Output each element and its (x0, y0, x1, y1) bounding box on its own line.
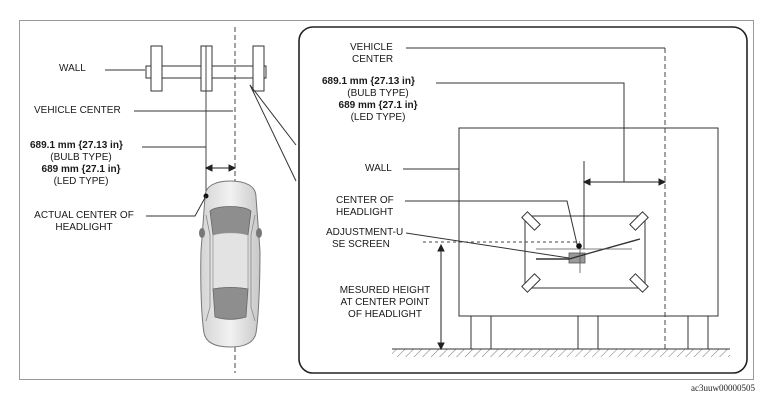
detail-vehicle-center-label-line2: CENTER (352, 54, 394, 65)
center-of-headlight-label-line2: HEADLIGHT (336, 207, 394, 218)
measured-height-label-line2: AT CENTER POINT (340, 297, 430, 308)
detail-vehicle-center-label-line1: VEHICLE (350, 42, 393, 53)
vehicle-center-label: VEHICLE CENTER (34, 105, 121, 116)
dim-led-label: 689 mm {27.1 in} (41, 164, 121, 175)
left-leader-lines (105, 69, 233, 217)
led-type-label: (LED TYPE) (53, 176, 109, 187)
detail-dim-led-label: 689 mm {27.1 in} (338, 100, 418, 111)
detail-callout-wedge (249, 84, 297, 182)
offset-dimension-arrow (204, 164, 237, 172)
dim-bulb-label: 689.1 mm {27.13 in} (30, 140, 123, 151)
center-of-headlight-label-line1: CENTER OF (336, 195, 394, 206)
detail-dim-bulb-label: 689.1 mm {27.13 in} (322, 76, 415, 87)
wall-label: WALL (59, 63, 86, 74)
bulb-type-label: (BULB TYPE) (50, 152, 112, 163)
headlight-center-point (576, 243, 582, 249)
measured-height-label-line3: OF HEADLIGHT (348, 309, 422, 320)
detail-led-type-label: (LED TYPE) (350, 112, 406, 123)
screen-stand-legs (470, 315, 709, 350)
adjustment-screen-label-line2: SE SCREEN (332, 239, 390, 250)
detail-bulb-type-label: (BULB TYPE) (347, 88, 409, 99)
detail-wall-label: WALL (365, 163, 392, 174)
headlight-aiming-diagram (105, 26, 748, 374)
car-top-view (199, 180, 262, 348)
actual-center-label-line1: ACTUAL CENTER OF (34, 210, 134, 221)
ground (392, 348, 730, 357)
measured-height-label-line1: MESURED HEIGHT (339, 285, 431, 296)
right-leader-lines (403, 47, 665, 259)
diagram-frame: WALL VEHICLE CENTER 689.1 mm {27.13 in} … (19, 20, 754, 380)
adjustment-use-screen (521, 211, 649, 293)
adjustment-screen-label-line1: ADJUSTMENT-U (326, 227, 404, 238)
actual-center-label-line2: HEADLIGHT (55, 222, 113, 233)
figure-code: ac3uuw00000505 (691, 383, 755, 393)
measured-height-arrow (437, 243, 445, 351)
